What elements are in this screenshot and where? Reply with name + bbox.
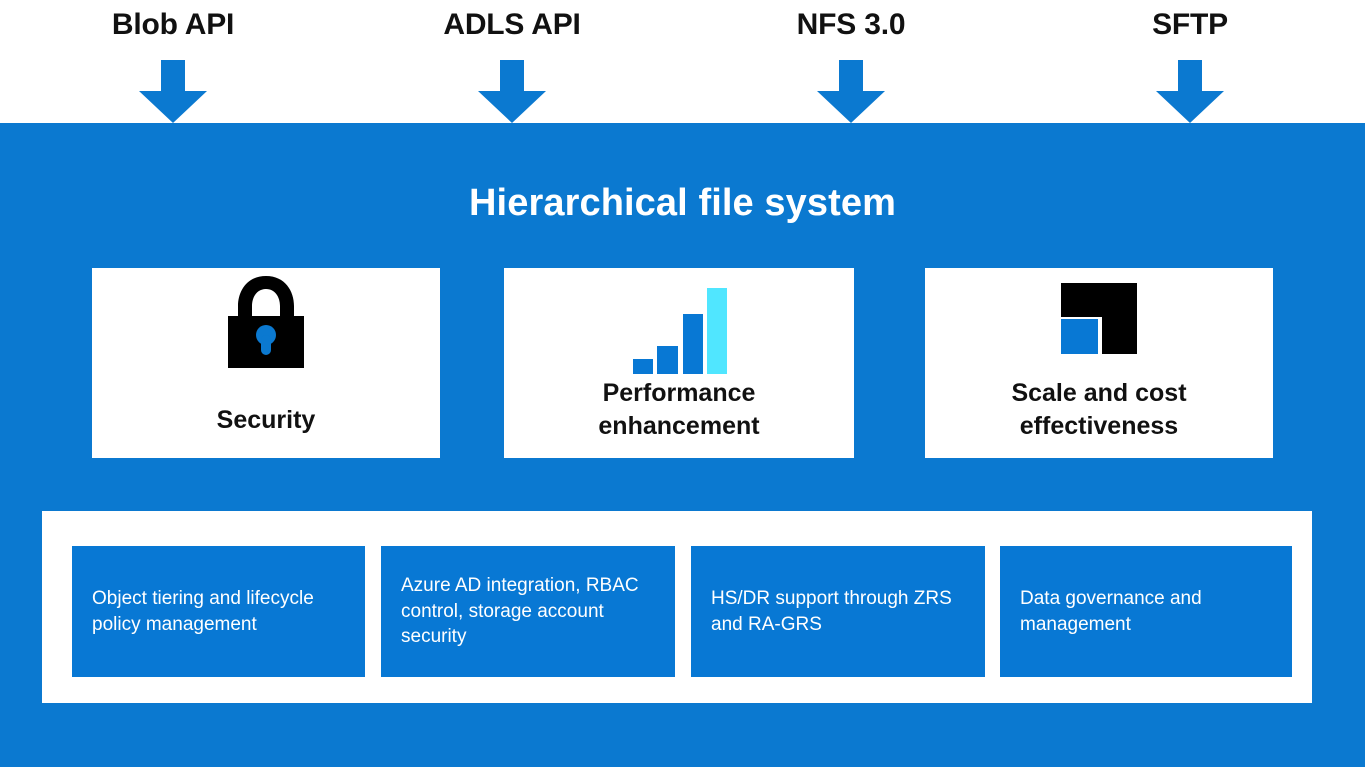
feature-card-label-performance: Performance enhancement <box>598 378 760 441</box>
capabilities-panel: Object tiering and lifecycle policy mana… <box>42 511 1312 703</box>
api-entry-points-strip: Blob API ADLS API NFS 3.0 SFTP <box>0 0 1365 123</box>
capability-tile-object-tiering[interactable]: Object tiering and lifecycle policy mana… <box>72 546 365 677</box>
feature-card-label-scale-cost: Scale and cost effectiveness <box>1011 378 1187 441</box>
feature-card-performance[interactable]: Performance enhancement <box>504 268 854 458</box>
down-arrow-icon <box>139 60 207 123</box>
feature-card-scale-cost[interactable]: Scale and cost effectiveness <box>925 268 1273 458</box>
api-label-sftp: SFTP <box>1152 8 1228 41</box>
padlock-icon <box>92 268 440 376</box>
api-label-adls: ADLS API <box>443 8 581 41</box>
down-arrow-icon <box>478 60 546 123</box>
capability-tile-text: Object tiering and lifecycle policy mana… <box>92 587 314 635</box>
api-label-blob: Blob API <box>111 8 235 41</box>
capability-tile-azure-ad[interactable]: Azure AD integration, RBAC control, stor… <box>381 546 675 677</box>
feature-card-security[interactable]: Security <box>92 268 440 458</box>
capability-tile-data-governance[interactable]: Data governance and management <box>1000 546 1292 677</box>
down-arrow-icon <box>817 60 885 123</box>
bar-chart-icon <box>504 268 854 374</box>
down-arrow-icon <box>1156 60 1224 123</box>
capability-tile-hs-dr[interactable]: HS/DR support through ZRS and RA-GRS <box>691 546 985 677</box>
capability-tile-text: Azure AD integration, RBAC control, stor… <box>401 575 639 648</box>
capability-tile-text: HS/DR support through ZRS and RA-GRS <box>711 587 952 635</box>
scale-blocks-icon <box>925 268 1273 368</box>
api-label-nfs: NFS 3.0 <box>796 8 906 41</box>
feature-card-label-security: Security <box>216 406 316 435</box>
page-title: Hierarchical file system <box>469 182 896 224</box>
capability-tile-text: Data governance and management <box>1020 587 1202 635</box>
